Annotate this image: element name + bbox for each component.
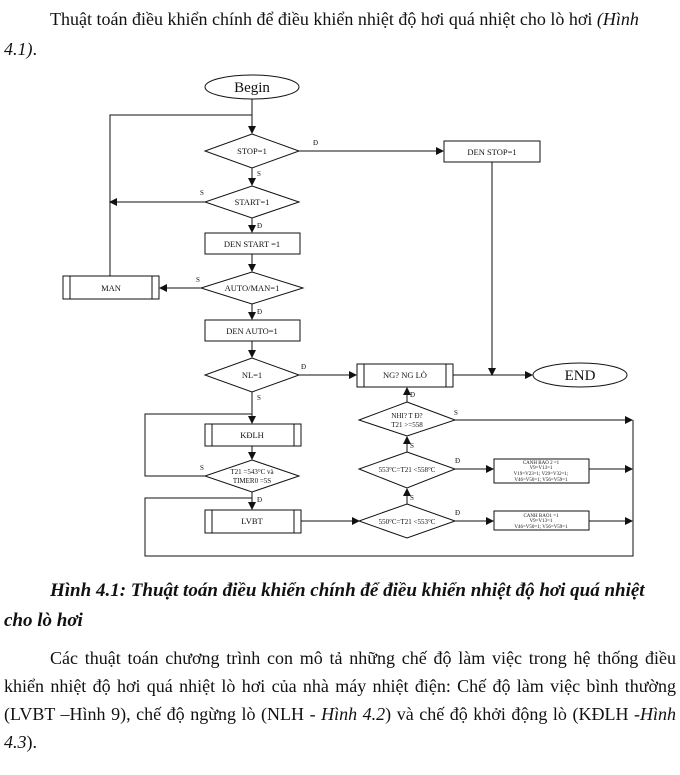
range2-label: 553°C=T21 <558°C (379, 466, 436, 474)
man-box (62, 275, 160, 300)
canh-bao2-box (493, 458, 590, 484)
body-ref-4-3: Hình 4.3 (4, 704, 676, 752)
body-paragraph: Các thuật toán chương trình con mô tả nh… (4, 644, 676, 756)
body-part1: Các thuật toán chương trình con mô tả nh… (4, 648, 676, 724)
branch-range1-no: S (410, 494, 414, 502)
intro-end: . (32, 39, 38, 59)
branch-start-no: S (200, 189, 204, 197)
nhiet-decision (357, 401, 457, 437)
end-label: END (565, 368, 596, 384)
begin-label: Begin (234, 80, 270, 96)
nl-label: NL=1 (242, 370, 262, 380)
branch-nhiet-no: S (454, 409, 458, 417)
nhiet-label-line1: NHI? T Đ? (391, 412, 422, 420)
intro-figure-ref: (Hình 4.1) (4, 9, 639, 59)
body-part2: ) và chế độ khởi động lò (KĐLH - (385, 704, 640, 724)
flowchart: Begin STOP=1 DEN STOP=1 START=1 DEN STAR… (62, 74, 634, 557)
edge-man-loop (109, 114, 252, 276)
branch-timer-no: S (200, 464, 204, 472)
timer-label-line2: TIMER0 =5S (233, 477, 271, 485)
cb2-line4: V46=V50=1; V56=V59=1 (514, 478, 568, 483)
cb1-line2: V9=V13=1 (530, 519, 553, 524)
range1-decision (357, 503, 457, 539)
end-terminal (532, 362, 628, 388)
start-label: START=1 (235, 197, 270, 207)
branch-nl-yes: Đ (301, 363, 306, 371)
branch-range1-yes: Đ (455, 509, 460, 517)
branch-range2-no: S (410, 442, 414, 450)
kdlh-label: KĐLH (240, 430, 264, 440)
cb1-line1: CANH BAO1 =1 (523, 514, 559, 519)
body-ref-4-2: Hình 4.2 (321, 704, 386, 724)
edge-bottom-loop (144, 420, 634, 557)
lvbt-label: LVBT (241, 516, 263, 526)
range1-label: 550°C=T21 <553°C (379, 518, 436, 526)
den-start-label: DEN START =1 (224, 239, 280, 249)
man-label: MAN (101, 283, 121, 293)
den-stop-label: DEN STOP=1 (467, 147, 516, 157)
range2-decision (357, 451, 457, 489)
branch-start-yes: Đ (257, 222, 262, 230)
branch-nhiet-yes: Đ (410, 391, 415, 399)
branch-nl-no: S (257, 394, 261, 402)
intro-text: Thuật toán điều khiển chính để điều khiể… (50, 9, 597, 29)
branch-stop-yes: Đ (313, 139, 318, 147)
cb2-line3: V19=V23=1; V29=V32=1; (514, 472, 569, 477)
branch-stop-no: S (257, 170, 261, 178)
timer-decision (203, 459, 301, 493)
nhiet-label-line2: T21 >=558 (391, 421, 423, 429)
cb2-line1: CANH BAO 2 =1 (523, 461, 560, 466)
branch-timer-yes: Đ (257, 496, 262, 504)
cb2-line2: V9=V13=1 (530, 466, 553, 471)
body-part3: ). (26, 732, 38, 752)
branch-auto-yes: Đ (257, 308, 262, 316)
intro-paragraph: Thuật toán điều khiển chính để điều khiể… (4, 4, 676, 64)
figure-caption: Hình 4.1: Thuật toán điều khiển chính để… (4, 580, 645, 631)
branch-range2-yes: Đ (455, 457, 460, 465)
auto-man-label: AUTO/MAN=1 (225, 283, 280, 293)
timer-label-line1: T21 =543°C và (230, 468, 274, 476)
branch-auto-no: S (196, 276, 200, 284)
edge-timer-loop (144, 413, 252, 477)
ngung-lo-label: NG? NG LÒ (383, 370, 427, 380)
cb1-line3: V46=V50=1; V56=V59=1 (514, 525, 568, 530)
stop-label: STOP=1 (237, 146, 267, 156)
kdlh-box (204, 423, 302, 447)
den-auto-label: DEN AUTO=1 (226, 326, 278, 336)
